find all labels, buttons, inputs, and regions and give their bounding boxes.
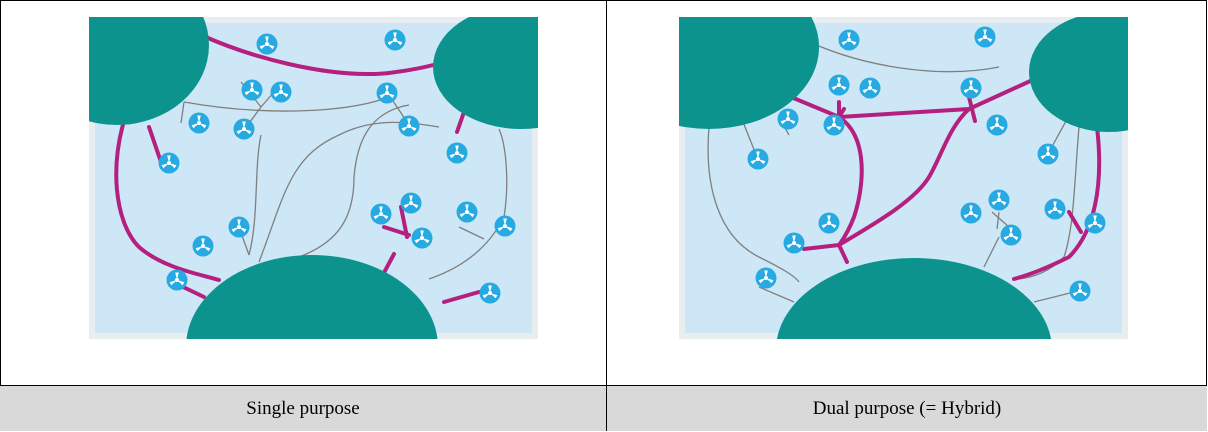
interconnector-cable [1012,125,1102,281]
array-cable [183,96,390,112]
wind-turbine-icon [479,282,501,304]
wind-turbine-icon [755,267,777,289]
wind-turbine-icon [974,26,996,48]
wind-turbine-icon [241,79,263,101]
interconnector-cable [777,75,1041,120]
caption-dual-purpose: Dual purpose (= Hybrid) [812,398,1002,419]
wind-turbine-icon [986,114,1008,136]
array-cable [458,226,485,240]
land-mass [186,255,438,339]
wind-turbine-icon [960,202,982,224]
array-cable [758,286,795,303]
wind-turbine-icon [446,142,468,164]
wind-turbine-icon [158,152,180,174]
wind-turbine-icon [783,232,805,254]
wind-turbine-icon [828,74,850,96]
wind-turbine-icon [1084,212,1106,234]
array-cable [298,104,410,258]
wind-turbine-icon [859,77,881,99]
wind-turbine-icon [1044,198,1066,220]
wind-turbine-icon [823,114,845,136]
land-mass [1029,17,1128,132]
caption-single-purpose: Single purpose [246,398,360,419]
array-cable [1018,126,1080,280]
wind-turbine-icon [188,112,210,134]
wind-turbine-icon [228,216,250,238]
wind-turbine-icon [1000,224,1022,246]
interconnector-cable [837,107,971,247]
array-cable [707,126,800,283]
wind-turbine-icon [192,235,214,257]
wind-turbine-icon [400,192,422,214]
land-mass [89,17,209,125]
interconnector-cable [837,115,864,247]
dual-purpose-diagram [679,17,1128,339]
interconnector-cable [442,290,481,304]
interconnector-cable [837,243,849,264]
wind-turbine-icon [818,212,840,234]
interconnector-cable [967,95,977,123]
array-cable [180,101,185,124]
column-divider [606,0,607,431]
interconnector-cable [114,110,221,282]
array-cable [983,236,1000,268]
array-cable [798,36,1000,73]
interconnector-cable [455,110,466,134]
interconnector-cable [837,107,846,119]
wind-turbine-icon [398,115,420,137]
interconnector-cable [147,125,163,164]
wind-turbine-icon [376,82,398,104]
wind-turbine-icon [777,108,799,130]
single-purpose-diagram [89,17,538,339]
array-cable [996,211,1000,230]
row-divider [0,385,1207,386]
wind-turbine-icon [411,227,433,249]
wind-turbine-icon [494,215,516,237]
wind-turbine-icon [270,81,292,103]
interconnector-cable [1067,210,1083,234]
wind-turbine-icon [233,118,255,140]
array-cable [248,134,262,256]
wind-turbine-icon [988,189,1010,211]
wind-turbine-icon [1069,280,1091,302]
interconnector-cable [802,243,841,251]
wind-turbine-icon [256,33,278,55]
land-mass [776,258,1052,339]
interconnector-cable [399,205,409,239]
wind-turbine-icon [166,269,188,291]
wind-turbine-icon [456,201,478,223]
wind-turbine-icon [370,203,392,225]
caption-row [0,386,1207,431]
wind-turbine-icon [384,29,406,51]
wind-turbine-icon [838,29,860,51]
land-mass [679,17,819,129]
land-mass [433,17,538,129]
wind-turbine-icon [960,77,982,99]
array-cable [1033,291,1075,303]
array-cable [991,211,1010,228]
wind-turbine-icon [1037,143,1059,165]
wind-turbine-icon [747,148,769,170]
